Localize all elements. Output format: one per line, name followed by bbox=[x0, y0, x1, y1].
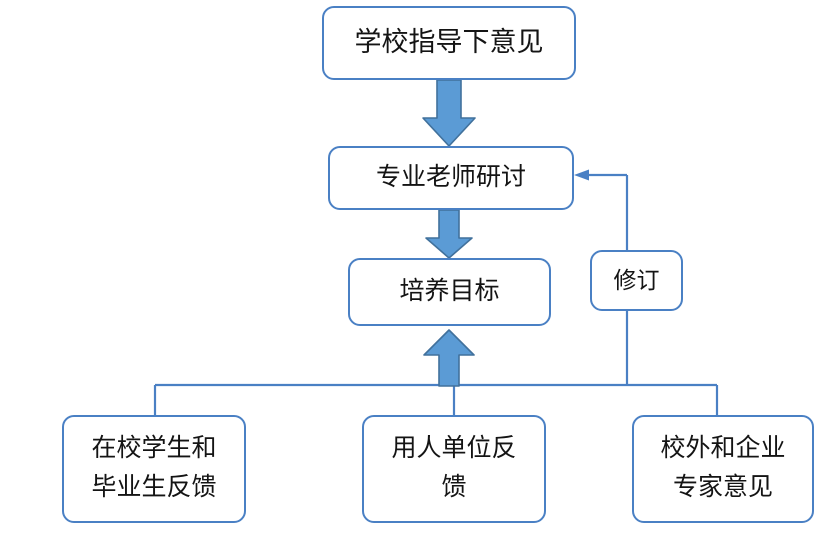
node-external-expert-opinion[interactable]: 校外和企业 专家意见 bbox=[632, 415, 814, 523]
connector-feedback-to-goal bbox=[423, 329, 475, 387]
connector-feedback-bus bbox=[153, 383, 719, 415]
node-school-guidance[interactable]: 学校指导下意见 bbox=[322, 6, 576, 80]
node-employer-feedback[interactable]: 用人单位反 馈 bbox=[362, 415, 546, 523]
node-employer-feedback-label: 用人单位反 馈 bbox=[391, 435, 517, 501]
node-teacher-discussion-label: 专业老师研讨 bbox=[375, 163, 526, 191]
node-school-guidance-label: 学校指导下意见 bbox=[354, 27, 544, 58]
node-training-goal-label: 培养目标 bbox=[399, 277, 500, 305]
node-external-expert-opinion-label: 校外和企业 专家意见 bbox=[660, 435, 786, 501]
node-teacher-discussion[interactable]: 专业老师研讨 bbox=[328, 146, 574, 210]
node-training-goal[interactable]: 培养目标 bbox=[348, 258, 551, 326]
node-student-feedback[interactable]: 在校学生和 毕业生反馈 bbox=[62, 415, 246, 523]
node-revision[interactable]: 修订 bbox=[590, 250, 683, 311]
node-revision-label: 修订 bbox=[613, 267, 660, 293]
connector-school-to-teachers bbox=[422, 79, 476, 147]
node-student-feedback-label: 在校学生和 毕业生反馈 bbox=[91, 435, 217, 501]
connector-teachers-to-goal bbox=[425, 209, 473, 259]
